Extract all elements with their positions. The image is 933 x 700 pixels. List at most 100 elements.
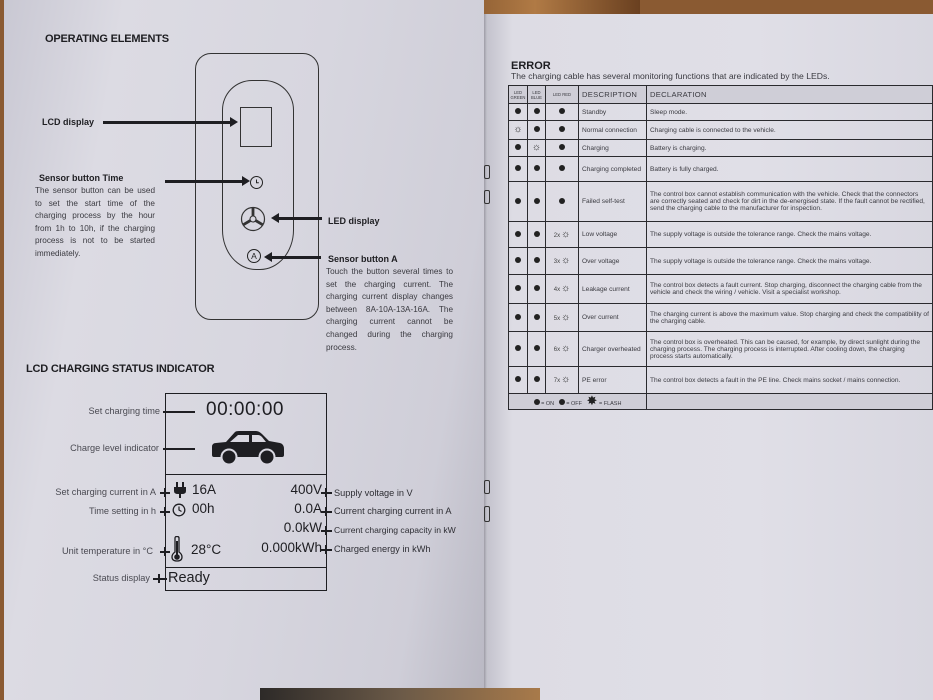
sensor-a-arrow (264, 252, 321, 262)
led-on-icon (515, 376, 521, 382)
connector-line (163, 448, 195, 450)
cell-led-red: 2x☼ (545, 221, 579, 248)
sensor-a-title: Sensor button A (328, 254, 398, 264)
led-display-arrow (271, 213, 322, 223)
led-on-icon (515, 165, 521, 171)
led-on-icon (515, 313, 521, 320)
cell-led-green (508, 366, 528, 394)
led-flash-icon: ☼ (561, 311, 571, 323)
cell-led-red: 3x☼ (545, 247, 579, 275)
led-on-icon (533, 230, 540, 237)
screen-status: Ready (168, 570, 210, 586)
label-charge-level: Charge level indicator (70, 443, 159, 453)
led-on-icon (533, 165, 540, 171)
cell-declaration: The control box detects a fault current.… (646, 274, 933, 304)
flash-count: 3x (553, 259, 561, 265)
cell-led-red (545, 120, 579, 140)
cell-description: Charger overheated (578, 331, 647, 367)
cell-declaration: The control box cannot establish communi… (646, 181, 933, 222)
led-on-icon (515, 257, 521, 263)
led-legend: = ON = OFF ✸ = FLASH (508, 393, 933, 410)
cell-led-green (508, 181, 528, 222)
led-flash-icon: ☼ (531, 142, 542, 153)
cell-description: Charging completed (578, 156, 647, 182)
cell-declaration: The supply voltage is outside the tolera… (646, 247, 933, 275)
label-time-setting: Time setting in h (88, 506, 156, 516)
led-flash-icon: ☼ (561, 374, 571, 385)
sensor-a-description: Touch the button several times to set th… (326, 267, 453, 352)
label-set-charging-time: Set charging time (88, 406, 161, 416)
cell-declaration: Battery is charging. (646, 139, 933, 157)
led-flash-icon: ✸ (586, 393, 598, 408)
screen-temperature: 28°C (191, 542, 222, 557)
clock-icon (172, 503, 186, 522)
letter-a-circle-icon: A (247, 249, 261, 263)
header-description: DESCRIPTION (578, 85, 647, 104)
flash-count: 4x (553, 287, 561, 293)
left-page (4, 0, 484, 700)
cell-led-blue (527, 331, 546, 367)
error-table: LED GREEN LED BLUE LED RED DESCRIPTION D… (508, 85, 933, 410)
sensor-time-description: The sensor button can be used to set the… (35, 186, 155, 258)
led-flash-icon: ☼ (513, 124, 523, 135)
cell-declaration: Charging cable is connected to the vehic… (646, 120, 933, 140)
label-set-current: Set charging current in A (55, 487, 156, 497)
led-on-icon (533, 257, 540, 263)
cell-declaration: The control box is overheated. This can … (646, 331, 933, 367)
label-temperature: Unit temperature in °C (62, 546, 153, 556)
cell-led-red: 5x☼ (545, 303, 579, 332)
cell-led-blue (527, 156, 546, 182)
car-icon (210, 430, 286, 471)
led-on-icon (533, 126, 540, 132)
lcd-display-label: LCD display (42, 117, 95, 127)
legend-on: = ON (541, 401, 555, 407)
lcd-status-screen: 00:00:00 16A 00h 28°C 400V 0.0A 0.0kW 0.… (165, 393, 327, 591)
cell-led-green (508, 103, 528, 121)
clock-icon (250, 176, 263, 189)
lcd-status-title: LCD CHARGING STATUS INDICATOR (26, 363, 215, 375)
label-charging-capacity: Current charging capacity in kW (334, 525, 456, 535)
cell-description: Over voltage (578, 247, 647, 275)
header-declaration: DECLARATION (646, 85, 933, 104)
led-on-icon (559, 126, 565, 132)
led-on-icon (559, 144, 565, 150)
thermometer-icon (171, 535, 183, 567)
wood-surface-bottom (260, 688, 540, 700)
flash-count: 2x (553, 232, 561, 239)
cell-description: Failed self-test (578, 181, 647, 222)
cell-declaration: The supply voltage is outside the tolera… (646, 221, 933, 248)
label-supply-voltage: Supply voltage in V (334, 488, 413, 498)
cell-led-red (545, 103, 579, 121)
label-charged-energy: Charged energy in kWh (334, 544, 431, 554)
cell-led-green (508, 303, 528, 332)
cell-declaration: The charging current is above the maximu… (646, 303, 933, 332)
lcd-display-arrow (103, 117, 238, 127)
screen-divider (166, 567, 326, 569)
led-on-icon (533, 108, 540, 114)
error-title: ERROR (511, 60, 551, 72)
led-on-icon (559, 165, 565, 171)
label-charging-current: Current charging current in A (334, 506, 452, 516)
led-on-icon (515, 345, 521, 351)
cell-led-red: 6x☼ (545, 331, 579, 367)
flash-count: 7x (553, 378, 561, 384)
legend-off: = OFF (566, 401, 582, 407)
cell-led-red (545, 156, 579, 182)
cell-led-green (508, 331, 528, 367)
error-table-header: LED GREEN LED BLUE LED RED DESCRIPTION D… (508, 85, 933, 104)
label-status: Status display (92, 573, 150, 583)
cell-description: PE error (578, 366, 647, 394)
cell-led-green (508, 274, 528, 304)
cell-led-blue: ☼ (527, 139, 546, 157)
control-box-outline (195, 53, 319, 320)
cell-led-green (508, 139, 528, 157)
screen-divider (166, 474, 326, 476)
